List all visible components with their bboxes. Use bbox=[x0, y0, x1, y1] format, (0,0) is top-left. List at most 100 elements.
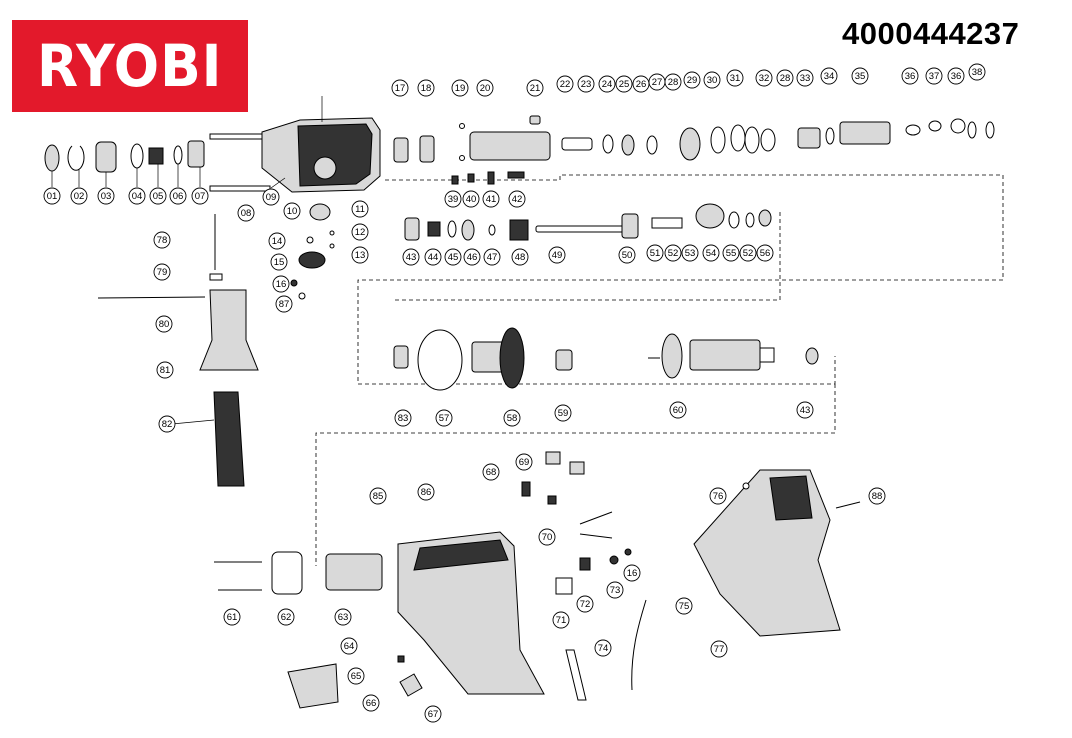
callout-21: 21 bbox=[526, 79, 544, 97]
callout-circle bbox=[683, 71, 701, 89]
callout-circle bbox=[726, 69, 744, 87]
callout-number: 21 bbox=[530, 83, 541, 94]
callout-18: 18 bbox=[417, 79, 435, 97]
callout-number: 09 bbox=[266, 192, 277, 203]
callout-number: 59 bbox=[558, 408, 569, 419]
callout-number: 08 bbox=[241, 208, 252, 219]
callout-number: 53 bbox=[685, 248, 696, 259]
callout-circle bbox=[223, 608, 241, 626]
callout-61: 61 bbox=[223, 608, 241, 626]
callout-40: 40 bbox=[462, 190, 480, 208]
callout-number: 04 bbox=[132, 191, 143, 202]
callout-circle bbox=[511, 248, 529, 266]
callout-circle bbox=[576, 595, 594, 613]
callout-28: 28 bbox=[664, 73, 682, 91]
callout-28: 28 bbox=[776, 69, 794, 87]
callout-51: 51 bbox=[646, 244, 664, 262]
callout-15: 15 bbox=[270, 253, 288, 271]
callout-27: 27 bbox=[648, 73, 666, 91]
callout-number: 61 bbox=[227, 612, 238, 623]
callout-47: 47 bbox=[483, 248, 501, 266]
callout-circle bbox=[776, 69, 794, 87]
callout-02: 02 bbox=[70, 187, 88, 205]
small-parts bbox=[290, 171, 525, 300]
callout-number: 47 bbox=[487, 252, 498, 263]
callout-50: 50 bbox=[618, 246, 636, 264]
callout-number: 85 bbox=[373, 491, 384, 502]
callout-74: 74 bbox=[594, 639, 612, 657]
callout-22: 22 bbox=[556, 75, 574, 93]
callout-number: 37 bbox=[929, 71, 940, 82]
callout-72: 72 bbox=[576, 595, 594, 613]
callout-circle bbox=[623, 564, 641, 582]
callout-circle bbox=[340, 637, 358, 655]
callout-circle bbox=[369, 487, 387, 505]
callout-circle bbox=[548, 246, 566, 264]
side-handle bbox=[97, 214, 259, 487]
callout-78: 78 bbox=[153, 231, 171, 249]
callout-circle bbox=[283, 202, 301, 220]
callout-37: 37 bbox=[925, 67, 943, 85]
callout-circle bbox=[169, 187, 187, 205]
callout-number: 69 bbox=[519, 457, 530, 468]
callout-circle bbox=[262, 188, 280, 206]
callout-number: 76 bbox=[713, 491, 724, 502]
callout-20: 20 bbox=[476, 79, 494, 97]
callout-number: 54 bbox=[706, 248, 717, 259]
callout-31: 31 bbox=[726, 69, 744, 87]
callout-number: 41 bbox=[486, 194, 497, 205]
callout-circle bbox=[158, 415, 176, 433]
callout-85: 85 bbox=[369, 487, 387, 505]
callout-number: 71 bbox=[556, 615, 567, 626]
callout-16: 16 bbox=[623, 564, 641, 582]
callout-number: 38 bbox=[972, 67, 983, 78]
callout-23: 23 bbox=[577, 75, 595, 93]
callout-10: 10 bbox=[283, 202, 301, 220]
callout-circle bbox=[556, 75, 574, 93]
callout-number: 34 bbox=[824, 71, 835, 82]
callout-77: 77 bbox=[710, 640, 728, 658]
callout-25: 25 bbox=[615, 75, 633, 93]
callout-number: 55 bbox=[726, 248, 737, 259]
callout-circle bbox=[615, 75, 633, 93]
callout-43: 43 bbox=[796, 401, 814, 419]
callout-57: 57 bbox=[435, 409, 453, 427]
callout-circle bbox=[417, 79, 435, 97]
callout-number: 62 bbox=[281, 612, 292, 623]
part-number: 4000444237 bbox=[842, 16, 1020, 51]
callout-number: 77 bbox=[714, 644, 725, 655]
callout-circle bbox=[351, 246, 369, 264]
callout-circle bbox=[675, 597, 693, 615]
callout-number: 56 bbox=[760, 248, 771, 259]
callout-circle bbox=[277, 608, 295, 626]
callout-86: 86 bbox=[417, 483, 435, 501]
callout-number: 43 bbox=[406, 252, 417, 263]
callout-16: 16 bbox=[272, 275, 290, 293]
callout-circle bbox=[702, 244, 720, 262]
callout-number: 66 bbox=[366, 698, 377, 709]
logo-text: RYOBI bbox=[37, 32, 223, 100]
callout-17: 17 bbox=[391, 79, 409, 97]
callout-14: 14 bbox=[268, 232, 286, 250]
callout-number: 72 bbox=[580, 599, 591, 610]
callout-circle bbox=[462, 190, 480, 208]
callout-number: 32 bbox=[759, 73, 770, 84]
callout-52: 52 bbox=[664, 244, 682, 262]
callout-circle bbox=[901, 67, 919, 85]
callout-number: 79 bbox=[157, 267, 168, 278]
callout-circle bbox=[606, 581, 624, 599]
callout-circle bbox=[463, 248, 481, 266]
callout-number: 39 bbox=[448, 194, 459, 205]
callout-number: 88 bbox=[872, 491, 883, 502]
callout-circle bbox=[149, 187, 167, 205]
callout-circle bbox=[43, 187, 61, 205]
callout-number: 43 bbox=[800, 405, 811, 416]
callout-number: 40 bbox=[466, 194, 477, 205]
callout-number: 46 bbox=[467, 252, 478, 263]
callout-circle bbox=[362, 694, 380, 712]
callout-circle bbox=[351, 200, 369, 218]
callout-circle bbox=[417, 483, 435, 501]
callout-53: 53 bbox=[681, 244, 699, 262]
callout-number: 87 bbox=[279, 299, 290, 310]
callout-circle bbox=[424, 248, 442, 266]
